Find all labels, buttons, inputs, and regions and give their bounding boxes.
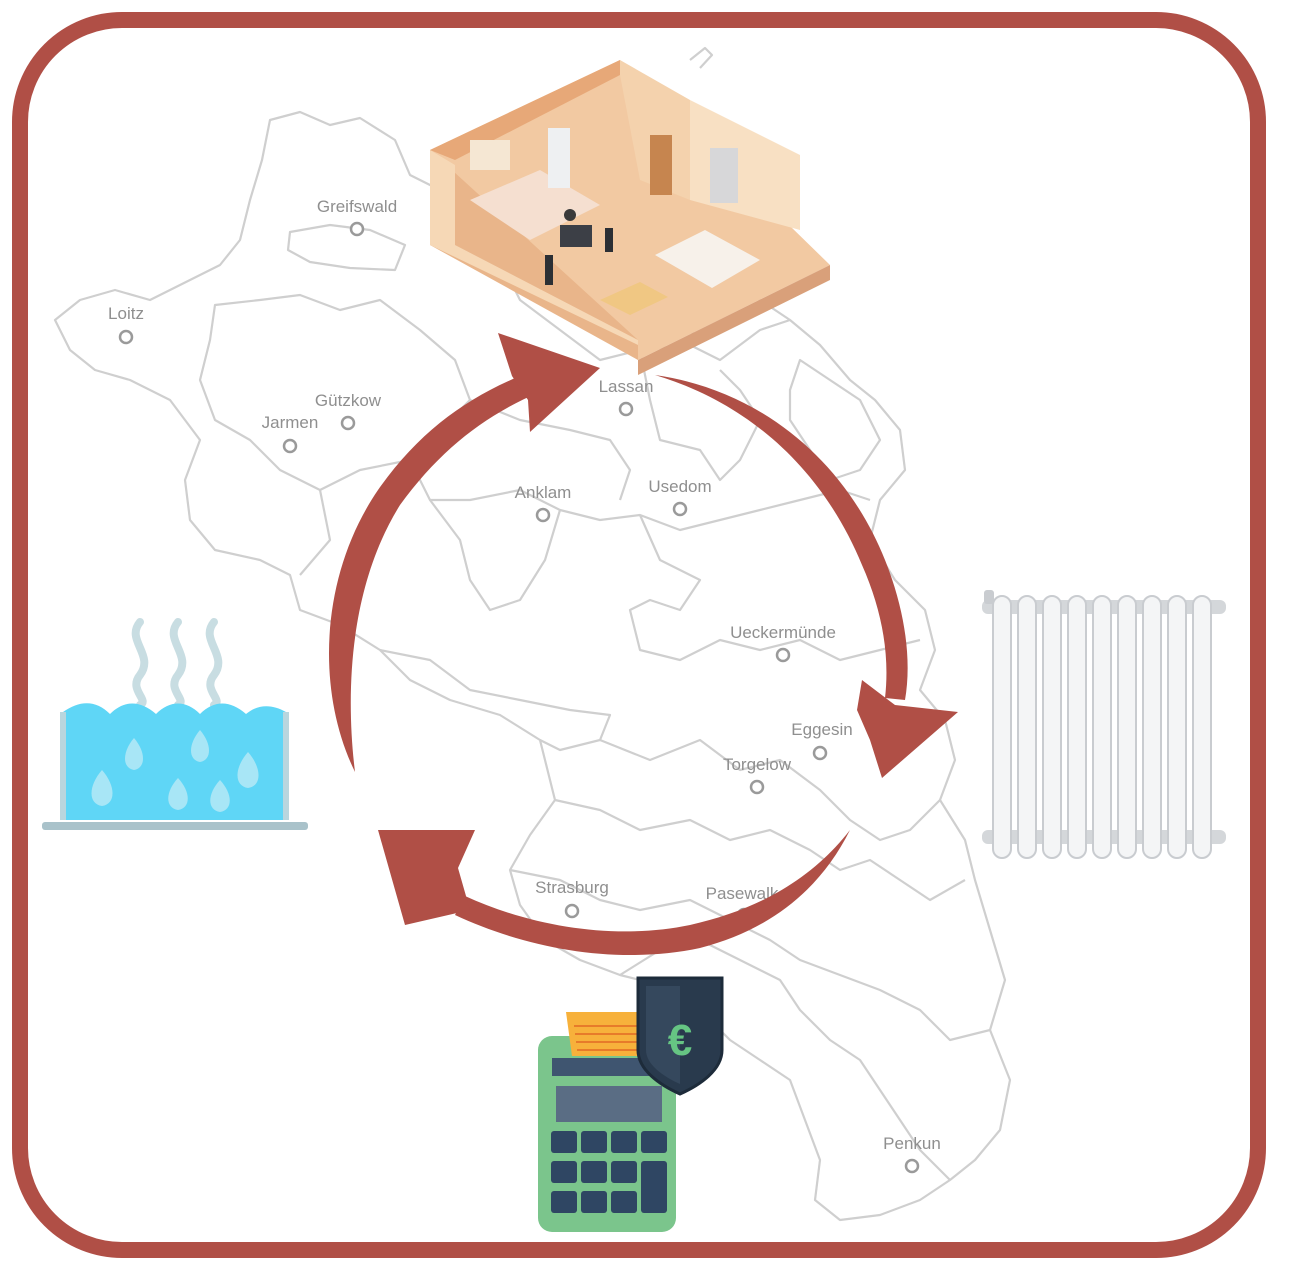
town-jarmen: Jarmen [262,413,319,454]
arrow-to-apartment [328,372,540,772]
town-penkun: Penkun [883,1134,941,1174]
town-usedom: Usedom [648,477,712,517]
town-dot [535,507,551,523]
town-dot [282,438,298,454]
apartment-icon [430,60,830,375]
town-lassan: Lassan [599,377,654,417]
town-label: Anklam [515,483,572,502]
town-loitz: Loitz [108,304,144,345]
town-label: Gützkow [315,391,382,410]
town-guetzkow: Gützkow [315,391,382,431]
steam-icon [131,618,223,709]
town-dot [749,779,765,795]
town-dot [904,1158,920,1174]
town-label: Torgelow [723,755,792,774]
town-label: Eggesin [791,720,852,739]
town-label: Usedom [648,477,711,496]
town-dot [564,903,580,919]
radiator-icon [982,590,1226,859]
town-dot [118,329,134,345]
town-dot [340,415,356,431]
town-label: Jarmen [262,413,319,432]
town-label: Lassan [599,377,654,396]
town-torgelow: Torgelow [723,755,792,795]
town-dot [349,221,365,237]
town-label: Loitz [108,304,144,323]
arrow-head-right [857,680,958,778]
arrow-head-top [498,333,600,432]
town-label: Penkun [883,1134,941,1153]
town-label: Pasewalk [706,884,779,903]
arrow-to-radiator [655,375,908,700]
hot-water-icon [42,618,308,830]
calculator-euro-icon: € [538,976,724,1232]
town-dot [775,647,791,663]
town-greifswald: Greifswald [317,197,397,237]
town-label: Ueckermünde [730,623,836,642]
arrow-to-hot-water [455,830,850,956]
town-ueckermuende: Ueckermünde [730,623,836,663]
town-dot [672,501,688,517]
town-dot [618,401,634,417]
town-markers: Greifswald Loitz Gützkow Jarmen Lassan A… [108,197,941,1174]
town-label: Greifswald [317,197,397,216]
cycle-arrows [328,333,958,956]
town-dot [812,745,828,761]
arrow-head-left [378,830,475,925]
town-label: Strasburg [535,878,609,897]
town-anklam: Anklam [515,483,572,523]
town-strasburg: Strasburg [535,878,609,919]
town-eggesin: Eggesin [791,720,853,761]
euro-icon: € [668,1016,692,1065]
